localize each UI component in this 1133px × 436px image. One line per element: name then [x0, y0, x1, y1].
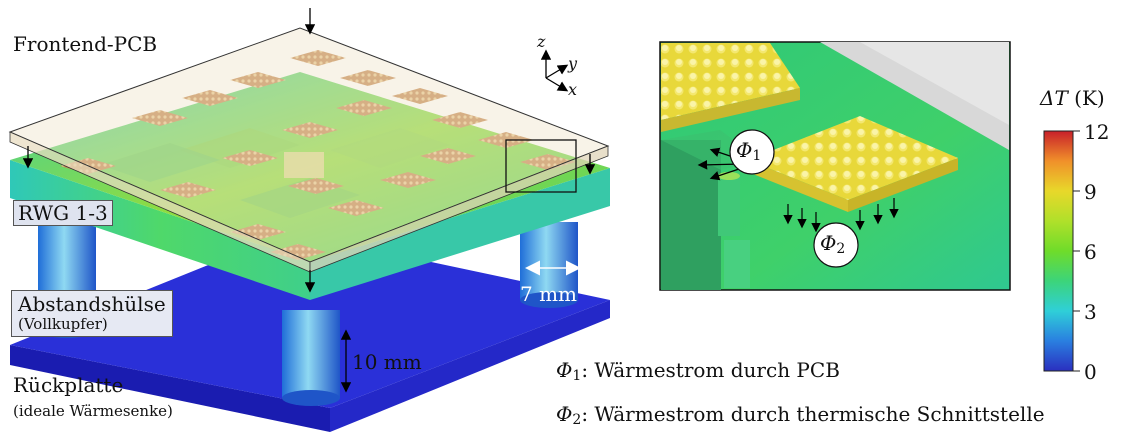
frontend-pcb: [8, 27, 610, 273]
detail-box: [505, 139, 577, 193]
legend-phi1: Φ1: Wärmestrom durch PCB: [556, 358, 840, 384]
label-frontend-pcb: Frontend-PCB: [13, 32, 158, 56]
label-spacer-sub: (Vollkupfer): [18, 315, 108, 333]
label-backplate-sub: (ideale Wärmesenke): [13, 402, 173, 420]
axis-y-label: y: [568, 54, 578, 73]
axis-triad: [540, 49, 569, 92]
colorbar: [1043, 130, 1080, 372]
phi1-marker: [729, 129, 775, 175]
legend-phi2: Φ2: Wärmestrom durch thermische Schnitts…: [556, 402, 1045, 428]
inset: [659, 41, 1011, 291]
label-dim-7mm: 7 mm: [520, 282, 578, 306]
label-backplate: Rückplatte: [13, 373, 124, 397]
colorbar-tick-6: 6: [1084, 240, 1097, 264]
colorbar-tick-3: 3: [1084, 300, 1097, 324]
axis-x-label: x: [568, 80, 578, 99]
inset-phi2-label: Φ2: [820, 231, 846, 257]
phi2-marker: [813, 222, 859, 268]
colorbar-title: ΔT (K): [1040, 86, 1105, 110]
mount-arrows: [22, 8, 596, 293]
label-spacer-box: Abstandshülse (Vollkupfer): [11, 290, 173, 337]
label-dim-10mm: 10 mm: [352, 350, 422, 374]
colorbar-tick-12: 12: [1084, 120, 1110, 144]
colorbar-tick-0: 0: [1084, 360, 1097, 384]
axis-z-label: z: [537, 32, 546, 51]
label-spacer: Abstandshülse: [18, 292, 166, 316]
inset-phi1-label: Φ1: [736, 138, 762, 164]
label-rwg: RWG 1-3: [13, 200, 113, 226]
colorbar-tick-9: 9: [1084, 180, 1097, 204]
